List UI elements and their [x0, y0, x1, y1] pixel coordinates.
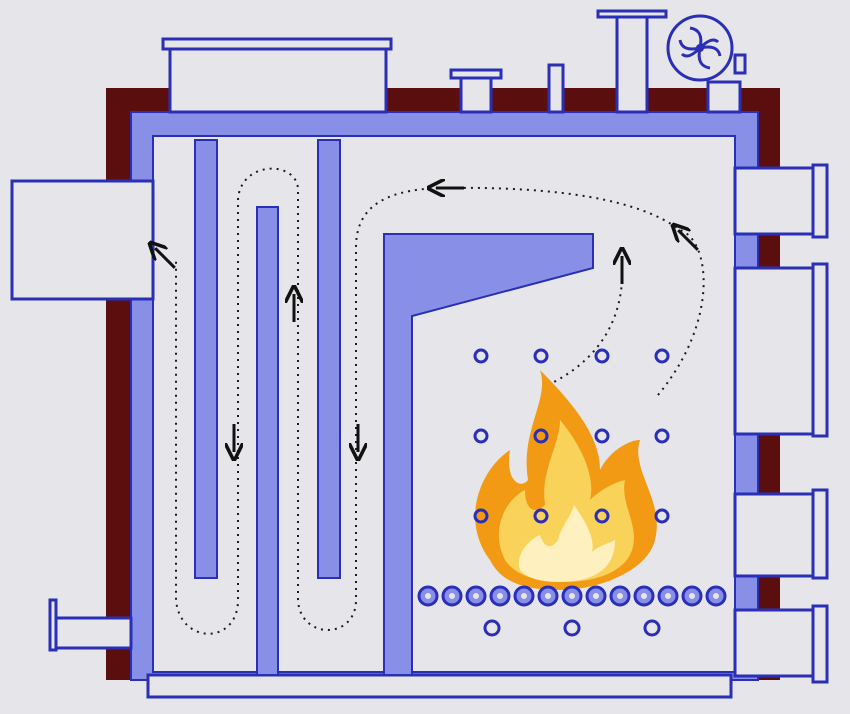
flow-arrow-icon — [678, 230, 699, 251]
door-ash — [733, 608, 817, 678]
fire-tube — [594, 508, 610, 524]
door-middle — [733, 266, 817, 436]
fire-tube — [594, 428, 610, 444]
grate-tube-bore — [521, 593, 527, 599]
grate-tube-bore — [665, 593, 671, 599]
fire-tube — [473, 508, 489, 524]
grate-tube-bore — [497, 593, 503, 599]
grate-tube-bore — [473, 593, 479, 599]
left-outlet — [10, 179, 155, 301]
baffle-3 — [317, 139, 341, 579]
ash-tube-row — [483, 619, 661, 637]
fire-tube — [533, 428, 549, 444]
grate-tube-bore — [617, 593, 623, 599]
grate-tube-bore — [713, 593, 719, 599]
grate-tube-bore — [545, 593, 551, 599]
grate-tube-bore — [449, 593, 455, 599]
blower-fan-icon — [678, 26, 722, 70]
ash-tube — [563, 619, 581, 637]
top-nozzle — [449, 68, 503, 114]
grate-tube-bore — [569, 593, 575, 599]
door-lower — [733, 492, 817, 578]
fire-tube — [473, 428, 489, 444]
right-doors — [733, 163, 829, 684]
flow-arrows — [155, 188, 699, 452]
door-upper — [733, 166, 817, 236]
top-inlet-box — [161, 37, 393, 114]
ash-tube — [643, 619, 661, 637]
grate-tube-bore — [593, 593, 599, 599]
fire-tube — [654, 428, 670, 444]
blower-fan — [666, 14, 747, 114]
fire-tube — [654, 348, 670, 364]
fire-tube — [473, 348, 489, 364]
baffle-1 — [194, 139, 218, 579]
chimney — [596, 9, 668, 114]
flame-icon — [475, 370, 657, 590]
left-bottom-pipe — [48, 598, 133, 652]
base-plate — [146, 673, 733, 699]
grate-tube-bore — [689, 593, 695, 599]
grate-tube-bore — [425, 593, 431, 599]
fire-tube — [654, 508, 670, 524]
grate-tube-row — [417, 585, 727, 607]
fire-tube-grid — [473, 348, 670, 524]
flow-arrow-icon — [155, 248, 176, 269]
grate-tube-bore — [641, 593, 647, 599]
fire-tube — [594, 348, 610, 364]
interior-chamber — [152, 135, 736, 673]
fire-tube — [533, 508, 549, 524]
ash-tube — [483, 619, 501, 637]
baffle-2 — [256, 206, 279, 676]
fire-tube — [533, 348, 549, 364]
firebox-deflector — [383, 233, 594, 676]
sensor-pipe — [547, 63, 565, 114]
